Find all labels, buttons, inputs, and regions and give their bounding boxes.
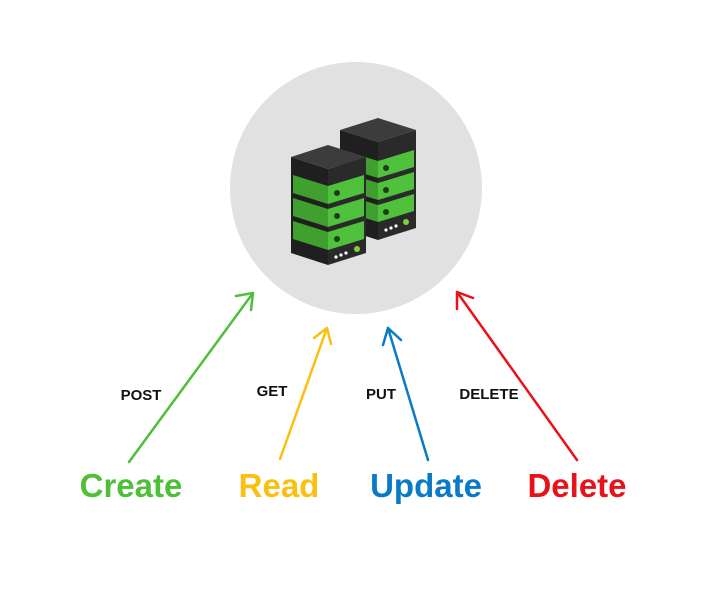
method-label-delete: DELETE: [459, 386, 518, 403]
crud-label-read: Read: [239, 467, 320, 504]
arrow-post: [127, 291, 255, 464]
method-label-get: GET: [257, 383, 288, 400]
crud-label-update: Update: [370, 467, 482, 504]
arrow-put: [381, 326, 430, 462]
server-rack-icon: [291, 118, 416, 265]
arrow-delete: [455, 290, 579, 462]
arrow-get: [278, 326, 333, 461]
crud-label-create: Create: [80, 467, 183, 504]
server-rack-front: [291, 145, 366, 265]
method-label-put: PUT: [366, 386, 396, 403]
method-label-post: POST: [121, 387, 162, 404]
crud-label-delete: Delete: [527, 467, 626, 504]
